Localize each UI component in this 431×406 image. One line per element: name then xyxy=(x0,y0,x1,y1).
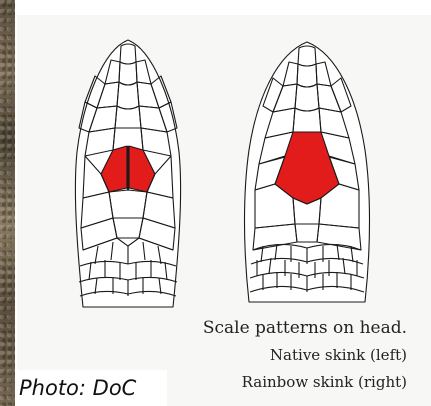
caption-title: Scale patterns on head. xyxy=(203,318,407,338)
photo-credit: Photo: DoC xyxy=(17,370,167,406)
caption-rainbow-skink: Rainbow skink (right) xyxy=(242,373,407,391)
rainbow-skink-head xyxy=(245,42,370,302)
caption-native-skink: Native skink (left) xyxy=(270,346,407,364)
scale-pattern-figure: Scale patterns on head. Native skink (le… xyxy=(17,15,431,406)
background-photo xyxy=(0,0,15,406)
skink-heads-illustration xyxy=(43,32,403,317)
native-skink-head xyxy=(75,40,180,307)
